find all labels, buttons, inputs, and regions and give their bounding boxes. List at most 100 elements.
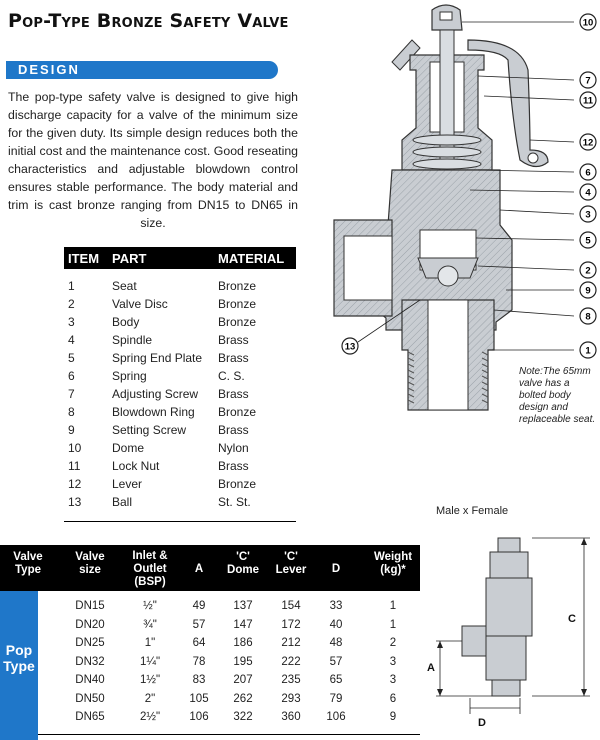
item-cell: 12 [68,477,82,491]
c-dome-cell: 195 [233,655,253,668]
a-cell: 106 [189,711,209,723]
a-cell: 64 [192,637,206,649]
c-lever-cell: 235 [281,674,301,686]
part-callout: 5 [579,231,597,249]
c-dome-cell: 207 [233,674,253,686]
d-cell: 33 [329,600,343,612]
header-c-lever: 'C' Lever [275,551,307,576]
weight-cell: 9 [389,711,397,723]
inlet-cell: 1½" [139,674,161,686]
part-callout: 7 [579,71,597,89]
part-callout: 12 [579,133,597,151]
weight-cell: 1 [389,600,397,612]
part-callout-label: 13 [345,342,356,353]
part-callout: 10 [579,13,597,31]
part-cell: Body [112,315,140,329]
a-cell: 57 [192,618,206,631]
valve-type-band [0,591,38,740]
d-cell: 48 [329,637,343,649]
thread-mark [481,363,489,368]
part-callout: 13 [341,337,359,355]
weight-cell: 3 [389,655,397,668]
thread-mark [407,363,415,368]
part-callout-label: 12 [583,138,594,149]
thread-mark [407,375,415,380]
material-cell: C. S. [218,369,245,383]
inlet-cell: 1" [144,637,156,649]
spring-coil [412,134,482,146]
valve-size-cell: DN50 [75,692,105,705]
part-cell: Valve Disc [112,297,168,311]
item-cell: 8 [68,405,75,419]
part-callout-label: 3 [585,210,590,221]
thread-mark [481,387,489,392]
c-dome-cell: 186 [233,637,253,649]
valve-type-label: Pop Type [3,642,35,674]
valve-size-cell: DN32 [75,655,105,668]
intro-text: The pop-type safety valve is designed to… [8,88,298,232]
part-callout: 6 [579,163,597,181]
c-dome-cell: 262 [233,692,253,705]
item-cell: 6 [68,369,75,383]
weight-cell: 1 [389,618,397,631]
part-cell: Spring End Plate [112,351,203,365]
part-callout: 8 [579,307,597,325]
part-cell: Adjusting Screw [112,387,199,401]
dimension-drawing-title: Male x Female [436,505,509,517]
material-cell: Bronze [218,279,257,293]
header-part: PART [112,250,147,266]
header-valve-type: Valve Type [13,551,43,576]
part-callout: 9 [579,281,597,299]
spec-table-rule [38,734,420,735]
item-cell: 3 [68,315,75,329]
section-banner: DESIGN [6,61,278,79]
page-title: Pop-Type Bronze Safety Valve [8,10,289,32]
item-cell: 7 [68,387,75,401]
part-cell: Spring [112,369,147,383]
part-cell: Spindle [112,333,153,347]
material-cell: Bronze [218,477,257,491]
c-lever-cell: 172 [281,618,301,631]
thread-mark [481,357,489,362]
spring-coil [412,146,482,158]
part-callout-label: 5 [585,236,591,247]
part-callout-label: 11 [583,96,594,107]
material-cell: Brass [218,387,249,401]
header-c-dome: 'C' Dome [227,551,259,576]
weight-cell: 3 [389,674,397,686]
inlet-cell: 2½" [139,711,161,723]
a-cell: 105 [189,692,209,705]
d-cell: 57 [329,655,343,668]
header-material: MATERIAL [218,250,285,266]
header-d: D [331,563,341,575]
dimension-a-label: A [427,662,435,674]
material-cell: Nylon [218,441,249,455]
spring-coil [412,158,482,170]
part-callout-label: 4 [585,188,591,199]
a-cell: 49 [192,600,206,612]
header-item: ITEM [68,250,100,266]
part-callout: 3 [579,205,597,223]
dimension-c-label: C [568,613,576,625]
part-cell: Dome [112,441,145,455]
thread-mark [407,399,415,404]
item-cell: 13 [68,495,82,509]
dimension-d-label: D [478,717,486,729]
diagram-note: Note:The 65mm valve has a bolted body de… [519,366,596,425]
item-cell: 1 [68,279,75,293]
parts-table-header: ITEM PART MATERIAL [64,247,296,269]
c-dome-cell: 137 [233,600,253,612]
